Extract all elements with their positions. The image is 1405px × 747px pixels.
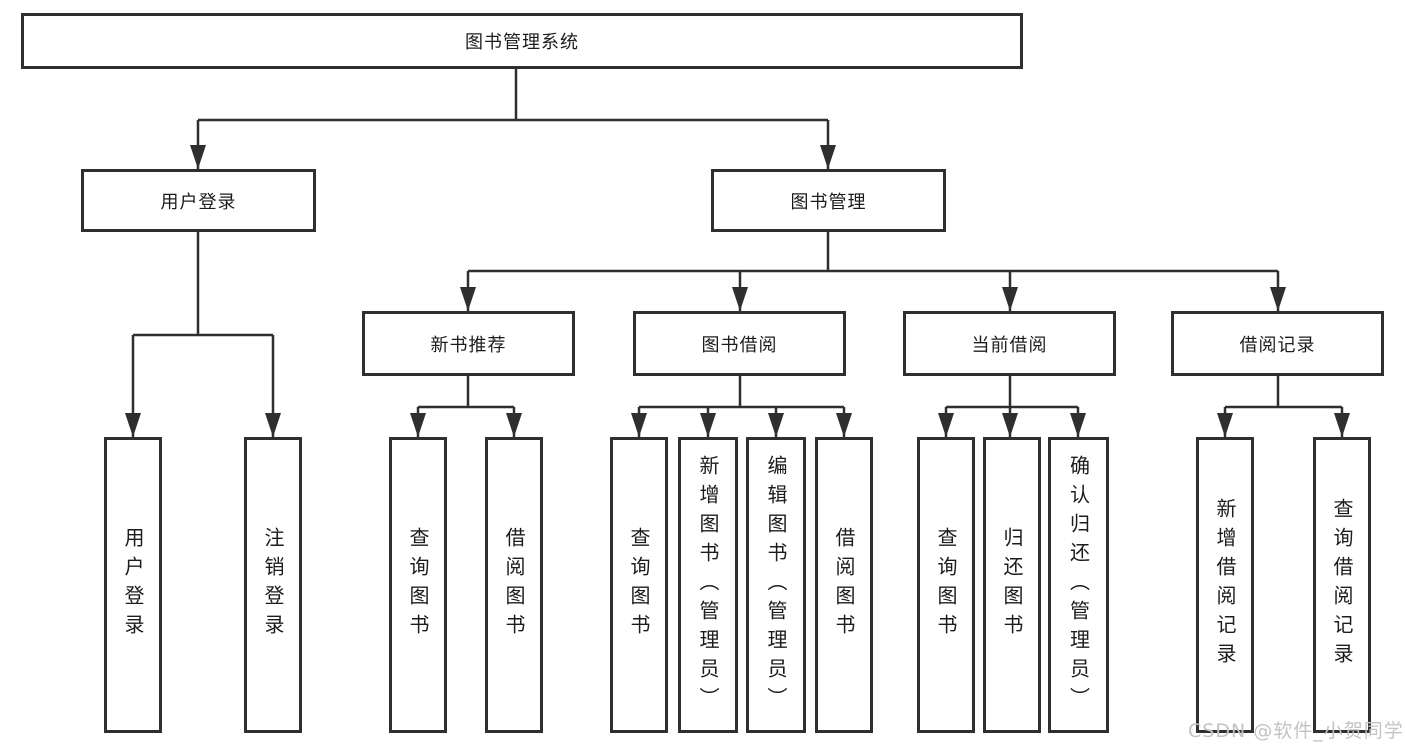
node-label: 注销登录 <box>261 527 285 643</box>
connector-mgmt-trunk <box>468 232 1278 273</box>
node-library-management-system: 图书管理系统 <box>21 13 1023 69</box>
node-label: 新书推荐 <box>430 334 507 356</box>
node-label: 借阅图书 <box>832 527 856 643</box>
node-label: 图书管理系统 <box>465 32 579 53</box>
node-label: 归还图书 <box>1000 527 1024 643</box>
node-label: 确认归还（管理员） <box>1066 454 1091 716</box>
node-label: 借阅记录 <box>1239 334 1316 356</box>
leaf-query-borrow-record: 查询借阅记录 <box>1313 437 1371 733</box>
node-borrowing-records: 借阅记录 <box>1171 311 1384 376</box>
node-label: 图书借阅 <box>701 334 778 356</box>
csdn-watermark: CSDN @软件_小贺同学 <box>1188 720 1404 742</box>
leaf-confirm-return-admin: 确认归还（管理员） <box>1048 437 1109 733</box>
connector-root-trunk <box>198 69 828 122</box>
leaf-return-books: 归还图书 <box>983 437 1041 733</box>
node-label: 查询图书 <box>627 527 651 643</box>
node-current-borrowing: 当前借阅 <box>903 311 1116 376</box>
node-label: 当前借阅 <box>971 334 1048 356</box>
connector-current-trunk <box>946 376 1078 409</box>
node-user-login: 用户登录 <box>81 169 316 232</box>
leaf-query-books-borrowing: 查询图书 <box>610 437 668 733</box>
connector-newrec-trunk <box>418 376 514 409</box>
leaf-borrow-books-recommendation: 借阅图书 <box>485 437 543 733</box>
connector-borrow-trunk <box>639 376 844 409</box>
leaf-add-borrow-record: 新增借阅记录 <box>1196 437 1254 733</box>
node-label: 新增借阅记录 <box>1213 498 1237 672</box>
leaf-add-book-admin: 新增图书（管理员） <box>678 437 738 733</box>
leaf-borrow-books-borrowing: 借阅图书 <box>815 437 873 733</box>
leaf-query-books-recommendation: 查询图书 <box>389 437 447 733</box>
leaf-query-books-current: 查询图书 <box>917 437 975 733</box>
node-label: 查询借阅记录 <box>1330 498 1354 672</box>
node-new-book-recommendation: 新书推荐 <box>362 311 575 376</box>
node-label: 用户登录 <box>160 191 237 213</box>
node-label: 查询图书 <box>406 527 430 643</box>
node-label: 新增图书（管理员） <box>696 454 720 716</box>
node-label: 用户登录 <box>121 527 145 643</box>
node-label: 查询图书 <box>934 527 958 643</box>
node-book-management: 图书管理 <box>711 169 946 232</box>
node-book-borrowing: 图书借阅 <box>633 311 846 376</box>
leaf-user-login: 用户登录 <box>104 437 162 733</box>
node-label: 借阅图书 <box>502 527 526 643</box>
leaf-logout: 注销登录 <box>244 437 302 733</box>
connector-login-trunk <box>133 232 273 337</box>
leaf-edit-book-admin: 编辑图书（管理员） <box>746 437 806 733</box>
connector-records-trunk <box>1225 376 1342 409</box>
node-label: 图书管理 <box>790 191 867 213</box>
node-label: 编辑图书（管理员） <box>764 454 788 716</box>
